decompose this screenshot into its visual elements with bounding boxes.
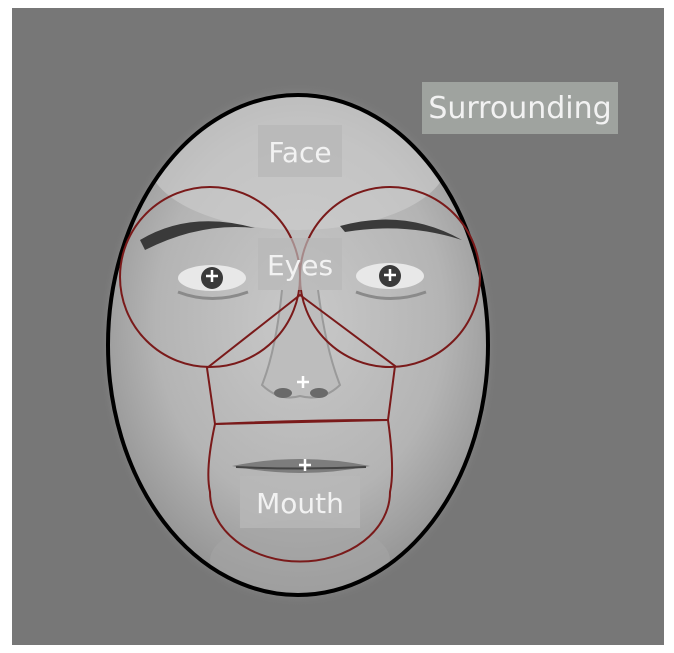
eyes-label: Eyes	[267, 249, 333, 282]
face-label: Face	[268, 136, 331, 169]
mouth-label: Mouth	[256, 487, 344, 520]
surrounding-label: Surrounding	[428, 91, 611, 126]
